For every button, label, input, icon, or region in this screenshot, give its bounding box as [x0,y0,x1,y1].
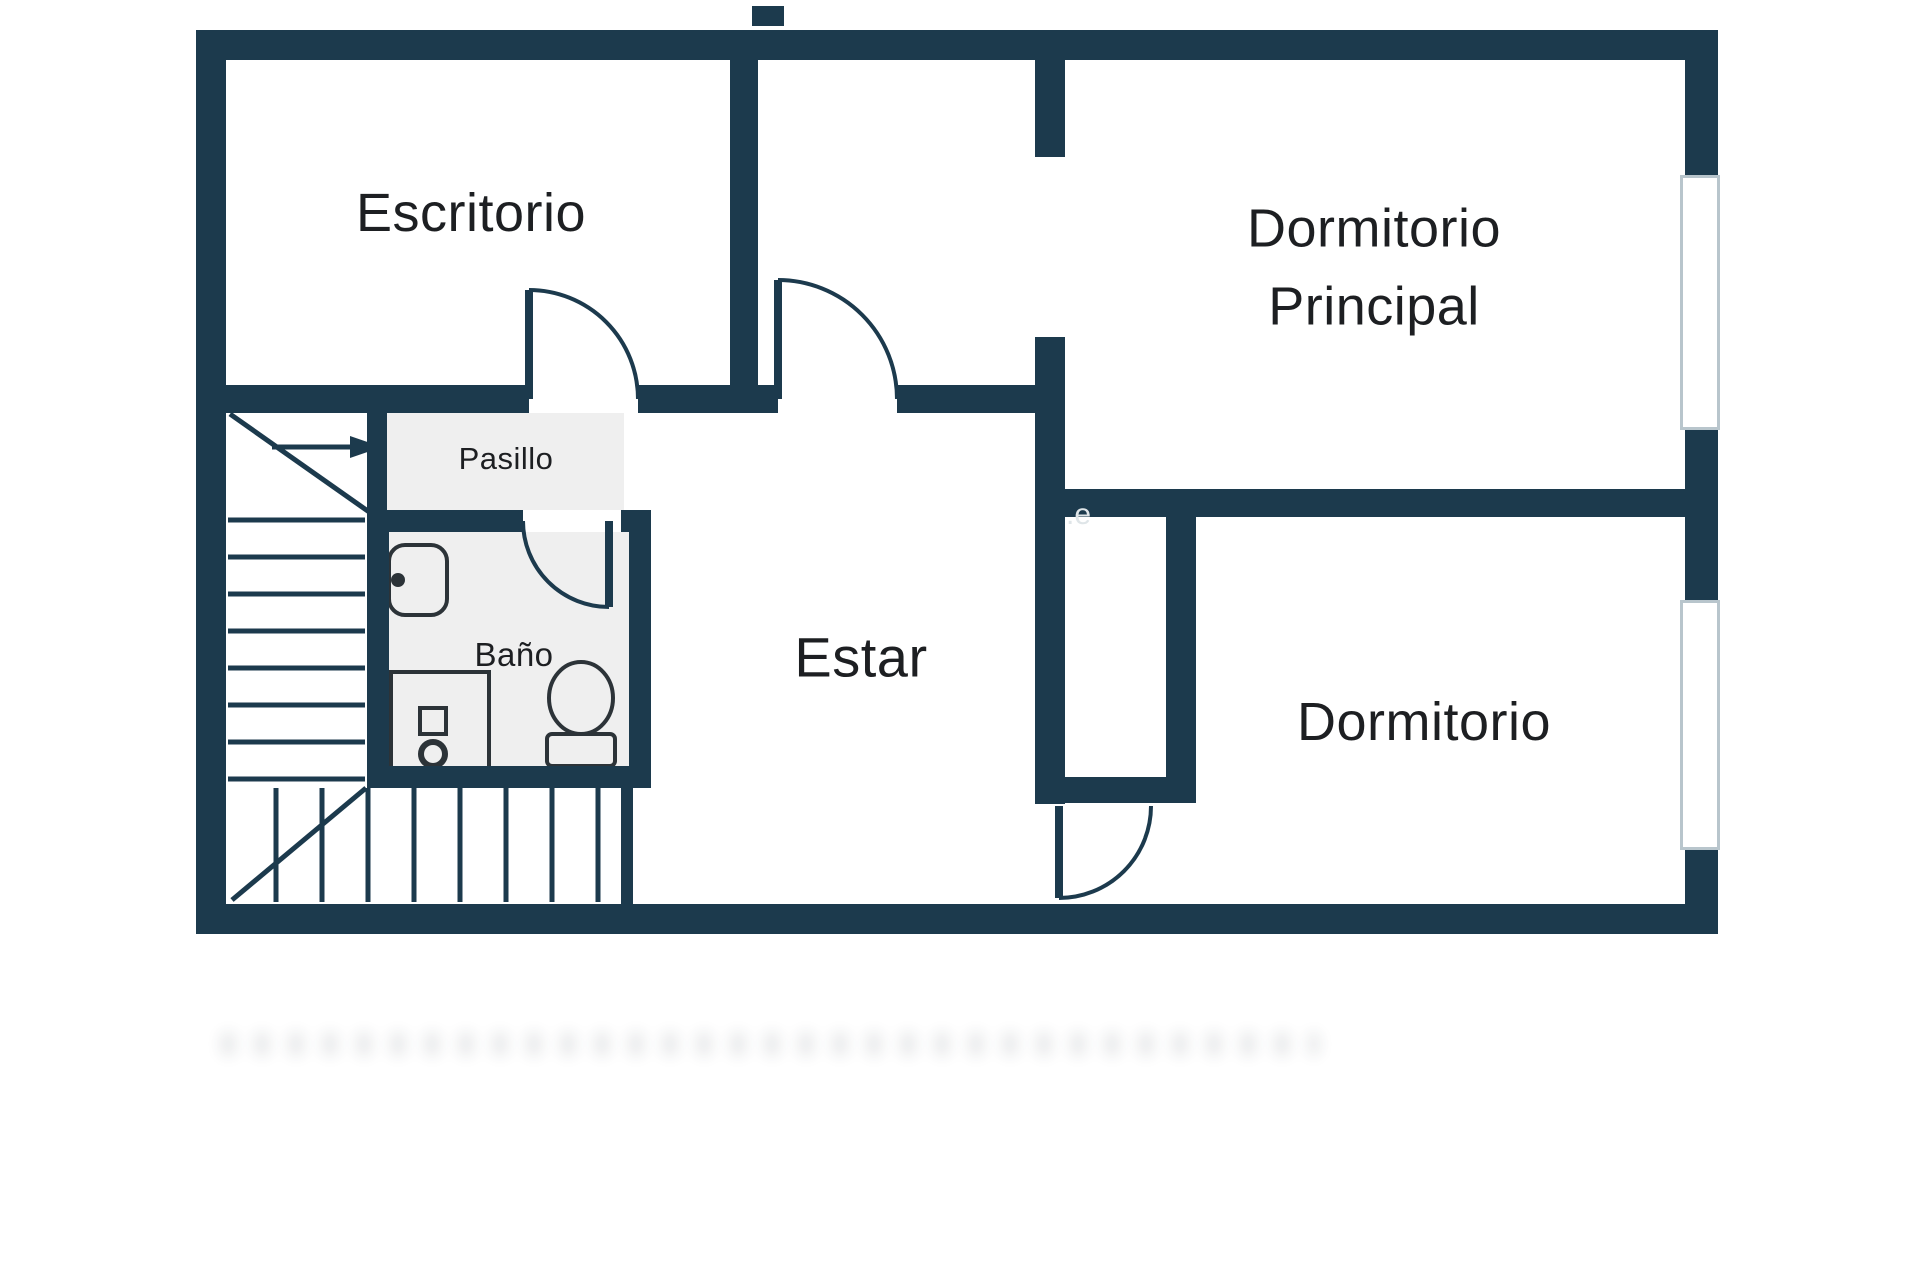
wall-estar-right [1035,337,1065,804]
wall-hall-top-right [897,385,1035,413]
wall-outer-bottom [196,904,1718,934]
dormitorio-principal-label-line1: Dormitorio [1246,198,1502,259]
wall-bathroom-top-left [367,510,523,532]
window-dormitorio-principal [1680,175,1720,430]
wall-outer-left [196,30,226,934]
dormitorio-principal-label-line2: Principal [1268,277,1480,337]
wall-bathroom-left [367,510,389,788]
estar-label: Estar [794,625,928,689]
dormitorio-label: Dormitorio [1296,692,1552,752]
cropped-text-smudge [220,1032,1320,1056]
wall-principal-bottom [1065,489,1685,517]
wall-escritorio-bottom [226,385,529,413]
watermark-fragment: .e [1066,498,1092,531]
wall-stair-right-stub [621,788,633,904]
stair-corner-miter [230,786,368,902]
wall-hall-top-middle [638,385,778,413]
wall-bathroom-right [629,510,651,788]
top-wall-mark [752,6,784,26]
wall-bathroom-bottom [367,766,651,788]
stair-direction-arrow-icon [272,436,382,458]
window-dormitorio [1680,600,1720,850]
wall-dormitorio-entry [1065,777,1196,803]
escritorio-door [525,288,640,400]
wall-dormitorio-left [1166,517,1196,777]
wall-principal-left-upper [1035,60,1065,157]
dormitorio-door [1055,805,1153,900]
wall-escritorio-right [730,60,758,385]
wall-stair-pasillo-divider [367,413,387,510]
pasillo-label: Pasillo [458,441,554,476]
middle-room-door [774,278,899,400]
wall-outer-top [196,30,1718,60]
pasillo-floor [387,413,624,510]
bano-label: Baño [474,636,554,673]
stair-break-line [228,411,374,517]
escritorio-label: Escritorio [355,183,587,243]
dormitorio-principal-label: Dormitorio Principal [1247,190,1501,347]
